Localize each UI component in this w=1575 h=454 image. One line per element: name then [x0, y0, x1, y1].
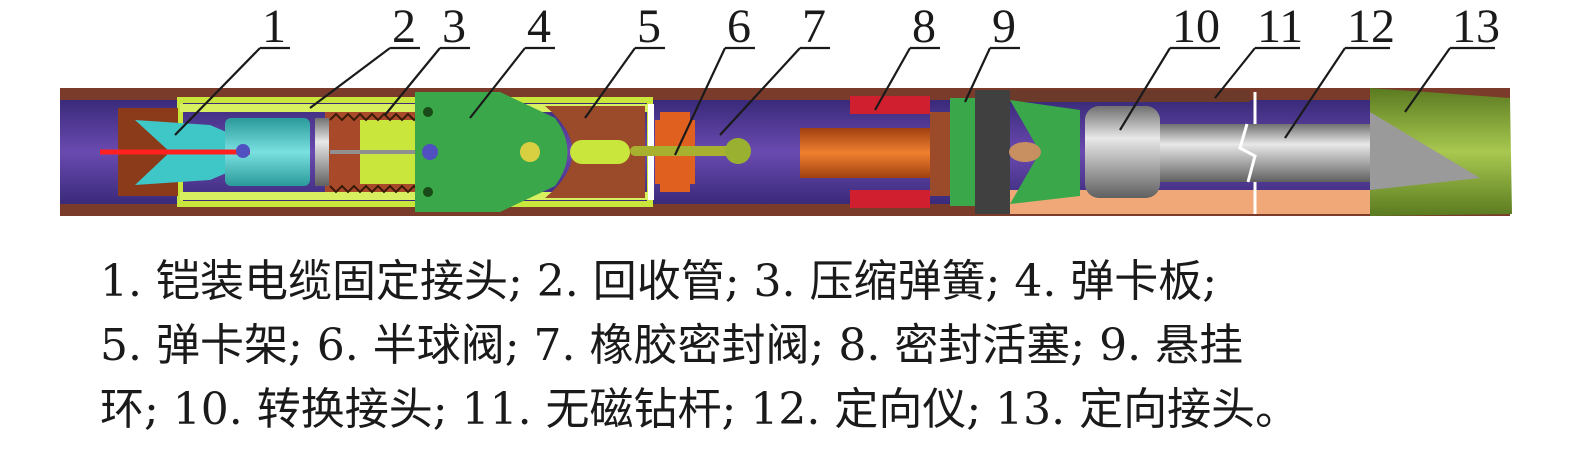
callout-4: 4 — [527, 0, 551, 53]
callout-5: 5 — [637, 0, 661, 53]
spring-clip-plate — [415, 92, 568, 212]
callout-13: 13 — [1452, 0, 1500, 53]
callout-12: 12 — [1347, 0, 1395, 53]
callout-3: 3 — [442, 0, 466, 53]
compression-spring — [315, 112, 427, 194]
callout-1: 1 — [262, 0, 286, 53]
tool-diagram: 1 2 3 4 5 6 7 8 9 10 11 12 13 — [60, 0, 1512, 216]
callout-numbers: 1 2 3 4 5 6 7 8 9 10 11 12 13 — [262, 0, 1500, 53]
sealing-piston — [800, 96, 950, 208]
hemispherical-valve — [630, 112, 740, 192]
callout-7: 7 — [802, 0, 826, 53]
callout-8: 8 — [912, 0, 936, 53]
hanging-ring — [950, 90, 1080, 214]
callout-10: 10 — [1172, 0, 1220, 53]
figure-caption: 1. 铠装电缆固定接头; 2. 回收管; 3. 压缩弹簧; 4. 弹卡板; 5.… — [100, 250, 1520, 442]
cable-fixed-joint — [100, 108, 310, 196]
caption-line-1: 1. 铠装电缆固定接头; 2. 回收管; 3. 压缩弹簧; 4. 弹卡板; — [100, 256, 1218, 307]
callout-11: 11 — [1257, 0, 1303, 53]
rubber-seal-valve — [725, 138, 751, 164]
conversion-joint — [1085, 106, 1160, 198]
directional-joint — [1370, 88, 1512, 216]
callout-leaders — [174, 46, 1495, 156]
callout-2: 2 — [392, 0, 416, 53]
caption-line-2: 5. 弹卡架; 6. 半球阀; 7. 橡胶密封阀; 8. 密封活塞; 9. 悬挂 — [100, 320, 1244, 371]
caption-line-3: 环; 10. 转换接头; 11. 无磁钻杆; 12. 定向仪; 13. 定向接头… — [100, 384, 1300, 435]
callout-6: 6 — [727, 0, 751, 53]
callout-9: 9 — [992, 0, 1016, 53]
